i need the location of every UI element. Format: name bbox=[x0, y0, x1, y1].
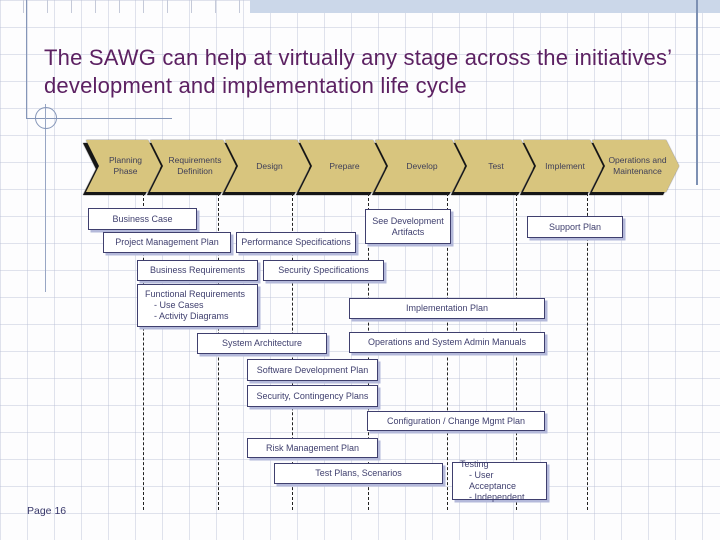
phase-chevron-prepare: Prepare bbox=[299, 140, 386, 192]
artifact-support-plan: Support Plan bbox=[527, 216, 623, 238]
artifact-operations-manuals: Operations and System Admin Manuals bbox=[349, 332, 545, 353]
artifact-system-architecture: System Architecture bbox=[197, 333, 327, 354]
artifact-performance-specifications: Performance Specifications bbox=[236, 232, 356, 253]
artifact-see-development-artifacts: See Development Artifacts bbox=[365, 209, 451, 244]
functional-requirements-item: - Activity Diagrams bbox=[154, 310, 229, 321]
phase-chevron-implement: Implement bbox=[523, 140, 603, 192]
page-number: Page 16 bbox=[27, 505, 67, 517]
artifact-implementation-plan: Implementation Plan bbox=[349, 298, 545, 319]
artifact-business-case: Business Case bbox=[88, 208, 197, 230]
top-band-decoration bbox=[250, 0, 720, 13]
testing-title: Testing bbox=[460, 459, 489, 470]
ornament-horizontal-line bbox=[26, 118, 172, 119]
ornament-vertical-line bbox=[45, 104, 46, 292]
left-border-line bbox=[26, 0, 27, 118]
artifact-testing: Testing - User Acceptance - Independent bbox=[452, 459, 547, 502]
top-left-stripes-decoration bbox=[0, 0, 250, 13]
artifact-risk-management-plan: Risk Management Plan bbox=[247, 438, 378, 458]
phase-chevron-test: Test bbox=[454, 140, 534, 192]
phase-label: Operations and Maintenance bbox=[608, 155, 667, 176]
artifact-configuration-change-plan: Configuration / Change Mgmt Plan bbox=[367, 411, 545, 431]
artifact-test-plans-scenarios: Test Plans, Scenarios bbox=[274, 463, 443, 484]
phase-label: Test bbox=[488, 160, 504, 171]
phase-separator-line bbox=[143, 193, 144, 510]
phase-chevron-design: Design bbox=[225, 140, 310, 192]
phase-label: Design bbox=[256, 160, 283, 171]
testing-item: - Independent bbox=[469, 491, 525, 502]
phase-chevron-develop: Develop bbox=[375, 140, 465, 192]
artifact-functional-requirements: Functional Requirements - Use Cases - Ac… bbox=[137, 284, 258, 327]
testing-item: - User Acceptance bbox=[469, 470, 517, 491]
artifact-security-specifications: Security Specifications bbox=[263, 260, 384, 281]
artifact-software-development-plan: Software Development Plan bbox=[247, 359, 378, 381]
phase-label: Requirements Definition bbox=[168, 155, 222, 176]
phase-separator-line bbox=[587, 193, 588, 510]
phase-chevron-planning: Planning Phase bbox=[86, 140, 161, 192]
phase-label: Prepare bbox=[329, 160, 360, 171]
artifact-project-management-plan: Project Management Plan bbox=[103, 232, 231, 253]
functional-requirements-item: - Use Cases bbox=[154, 300, 204, 311]
ornament-circle-icon bbox=[35, 107, 57, 129]
artifact-business-requirements: Business Requirements bbox=[137, 260, 258, 281]
phase-label: Develop bbox=[406, 160, 438, 171]
right-border-line bbox=[696, 0, 698, 185]
phase-chevron-requirements: Requirements Definition bbox=[150, 140, 236, 192]
phase-chevron-operations: Operations and Maintenance bbox=[592, 140, 679, 192]
phase-label: Implement bbox=[545, 160, 585, 171]
functional-requirements-title: Functional Requirements bbox=[145, 289, 246, 300]
artifact-security-contingency-plans: Security, Contingency Plans bbox=[247, 385, 378, 407]
slide-title: The SAWG can help at virtually any stage… bbox=[44, 45, 672, 98]
phase-label: Planning Phase bbox=[108, 155, 143, 176]
